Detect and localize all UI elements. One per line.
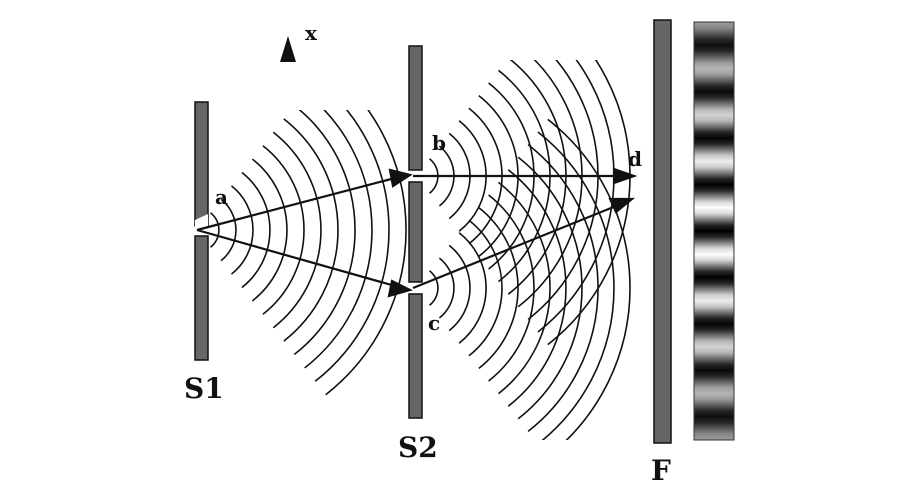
slit-a-wavefront bbox=[325, 110, 407, 396]
arrowhead-b-icon bbox=[388, 168, 413, 188]
label-b: b bbox=[432, 131, 446, 155]
slit-a-wavefront bbox=[283, 118, 339, 342]
slit-c-wavefront bbox=[438, 257, 455, 319]
slit-c-wavefront bbox=[448, 244, 471, 332]
slit-c-wavefront bbox=[488, 194, 535, 382]
slit-a-wavefront bbox=[231, 185, 254, 275]
slit-a-wavefront bbox=[251, 158, 288, 302]
ray-c-to-d bbox=[412, 204, 617, 290]
wavefronts-from-a bbox=[209, 110, 407, 396]
ray-a-to-b bbox=[196, 176, 396, 232]
ray-arrows bbox=[196, 167, 638, 298]
slit-a-wavefront bbox=[262, 145, 305, 315]
slit-c-wavefront bbox=[428, 270, 439, 306]
x-axis-label: x bbox=[305, 21, 318, 45]
slit-a-wavefront bbox=[272, 131, 322, 329]
label-f: F bbox=[651, 454, 671, 487]
slit-c-wavefront bbox=[468, 219, 503, 357]
label-a: a bbox=[215, 185, 228, 209]
slit-c-wavefront bbox=[507, 169, 567, 407]
slit-c-wavefront bbox=[458, 232, 487, 344]
slit-c-wavefront bbox=[498, 181, 551, 395]
arrowhead-d-upper-icon bbox=[612, 167, 638, 185]
label-s1: S1 bbox=[184, 372, 224, 405]
slit-a-wavefront bbox=[220, 198, 237, 262]
slit-a-wavefront bbox=[293, 110, 356, 356]
arrowhead-d-lower-icon bbox=[608, 197, 636, 214]
arrowhead-c-icon bbox=[387, 279, 414, 298]
barrier-s2 bbox=[408, 45, 423, 419]
ray-a-to-c bbox=[196, 228, 396, 288]
slit-c-wavefront bbox=[517, 156, 583, 420]
slit-a-wavefront bbox=[209, 212, 220, 248]
interference-fringe-pattern bbox=[693, 21, 735, 441]
x-axis-arrow-icon bbox=[280, 36, 296, 62]
label-d: d bbox=[628, 147, 642, 171]
slit-a-wavefront bbox=[241, 171, 271, 289]
slit-a-wavefront bbox=[314, 110, 390, 382]
slit-c-wavefront bbox=[537, 131, 615, 440]
slit-c-wavefront bbox=[478, 206, 519, 370]
screen-f bbox=[653, 19, 672, 444]
wavefronts-from-b-c bbox=[428, 60, 631, 440]
label-c: c bbox=[428, 311, 440, 335]
slit-c-wavefront bbox=[527, 143, 599, 433]
slit-c-wavefront bbox=[547, 118, 631, 440]
slit-a-wavefront bbox=[304, 110, 373, 369]
barrier-s1 bbox=[194, 101, 209, 361]
label-s2: S2 bbox=[398, 431, 438, 464]
